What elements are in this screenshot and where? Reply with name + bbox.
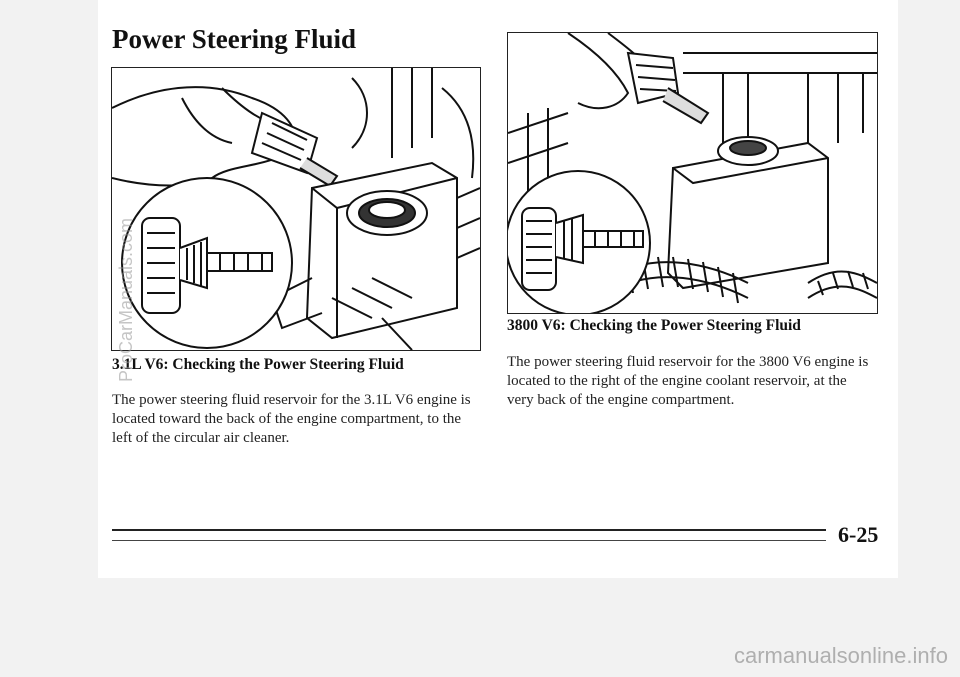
footer-rule-thick — [112, 529, 826, 531]
footer-rule-thin — [112, 540, 826, 541]
illustration-3800-v6 — [507, 32, 878, 314]
engine-line-drawing-right — [508, 33, 877, 313]
caption-3800-v6: 3800 V6: Checking the Power Steering Flu… — [507, 317, 801, 334]
page-number: 6-25 — [838, 522, 879, 547]
body-text-3-1l-v6: The power steering fluid reservoir for t… — [112, 392, 471, 446]
illustration-3-1l-v6 — [111, 67, 481, 351]
bottom-watermark: carmanualsonline.info — [733, 643, 948, 668]
side-watermark: ProCarManuals.com — [116, 217, 136, 382]
body-text-3800-v6: The power steering fluid reservoir for t… — [507, 354, 869, 408]
page-title: Power Steering Fluid — [112, 24, 356, 54]
engine-line-drawing-left — [112, 68, 480, 350]
caption-3-1l-v6: 3.1L V6: Checking the Power Steering Flu… — [112, 356, 404, 373]
